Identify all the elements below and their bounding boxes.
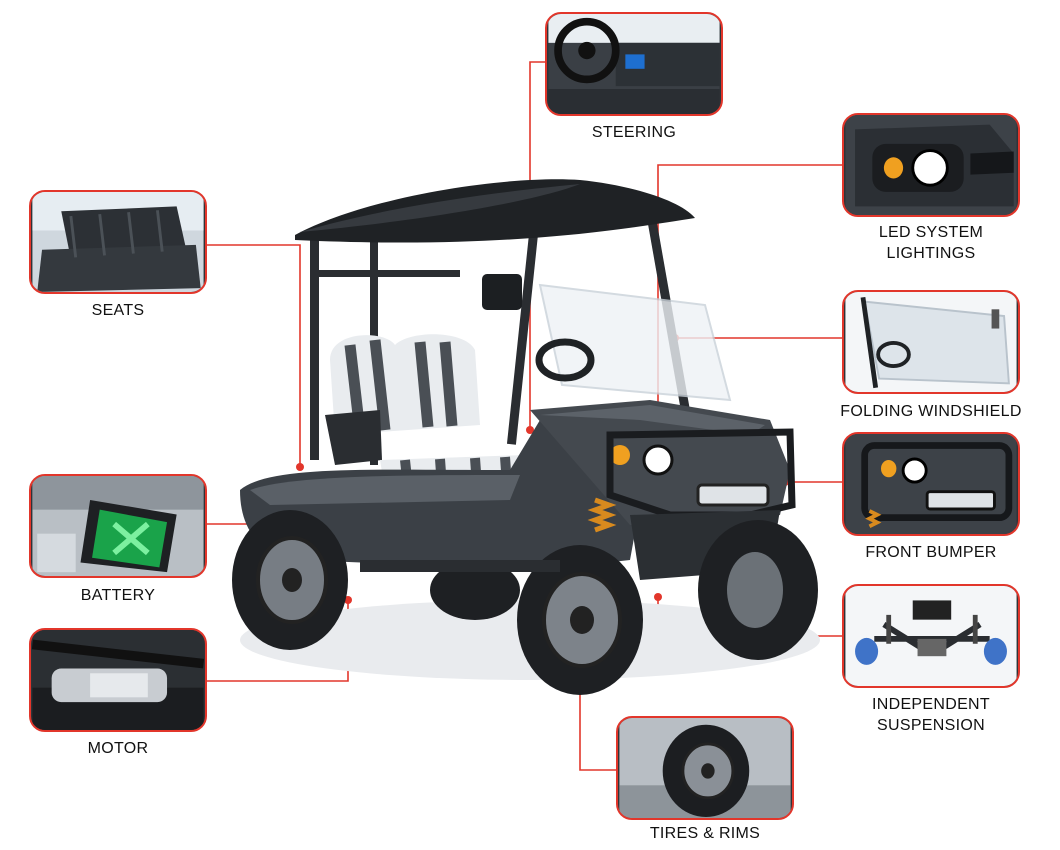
thumb-seats xyxy=(29,190,207,294)
motor-icon xyxy=(31,630,205,730)
label-front-bumper: FRONT BUMPER xyxy=(865,544,997,561)
thumb-battery xyxy=(29,474,207,578)
label-tires: TIRES & RIMS xyxy=(649,825,761,842)
thumb-led-lighting xyxy=(842,113,1020,217)
headlight-icon xyxy=(845,115,1017,215)
dot-suspension xyxy=(654,593,662,601)
label-suspension: INDEPENDENT SUSPENSION xyxy=(872,696,990,734)
leader-seats xyxy=(207,244,301,467)
thumb-steering xyxy=(545,12,723,116)
thumb-suspension xyxy=(842,584,1020,688)
label-seats: SEATS xyxy=(91,302,145,319)
bumper-icon xyxy=(845,434,1017,534)
tire-icon xyxy=(619,718,791,818)
suspension-icon xyxy=(845,586,1017,686)
thumb-tires xyxy=(616,716,794,820)
dot-steering xyxy=(526,426,534,434)
thumb-motor xyxy=(29,628,207,732)
dot-seats xyxy=(296,463,304,471)
windshield-icon xyxy=(845,292,1017,392)
battery-icon xyxy=(32,476,204,576)
leader-tires xyxy=(579,690,616,771)
label-windshield: FOLDING WINDSHIELD xyxy=(840,403,1022,420)
thumb-windshield xyxy=(842,290,1020,394)
rear-far-wheel xyxy=(430,560,520,620)
label-led-lighting: LED SYSTEM LIGHTINGS xyxy=(878,224,984,262)
front-far-wheel xyxy=(698,520,818,660)
label-battery: BATTERY xyxy=(80,587,156,604)
golf-cart-illustration xyxy=(232,179,820,695)
thumb-front-bumper xyxy=(842,432,1020,536)
label-motor: MOTOR xyxy=(87,740,149,757)
label-steering: STEERING xyxy=(591,124,677,141)
rear-wheel xyxy=(232,510,348,650)
front-wheel xyxy=(517,545,643,695)
steering-wheel-icon xyxy=(548,14,720,114)
seat-icon xyxy=(32,192,204,292)
